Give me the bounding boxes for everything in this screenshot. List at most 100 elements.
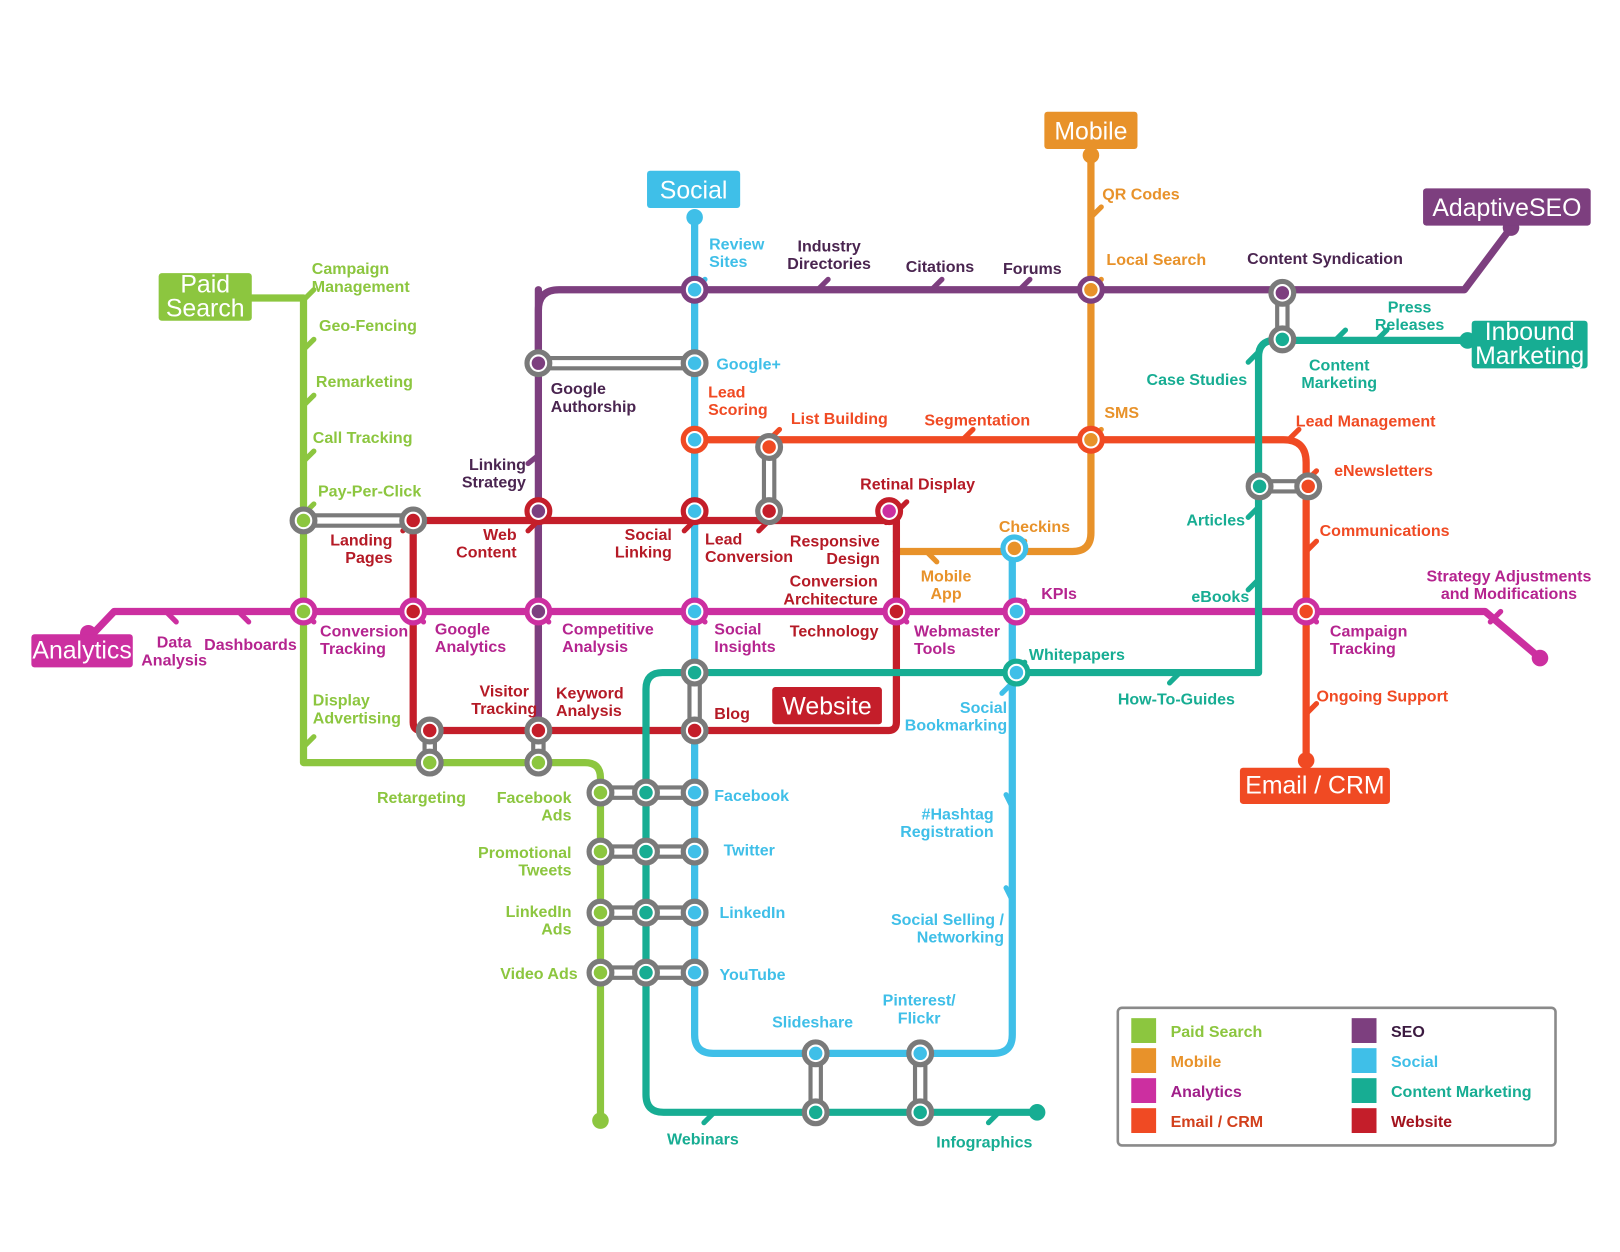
terminal-email-crm-box xyxy=(1239,767,1390,804)
terminal-website[interactable]: Website xyxy=(772,687,882,725)
terminal-inbound-marketing-box xyxy=(1471,320,1588,369)
legend-item-email-crm[interactable]: Email / CRM xyxy=(1131,1108,1263,1134)
station-dot xyxy=(687,356,702,370)
terminal-adaptive-seo-box xyxy=(1423,188,1591,226)
station-label-line: Lead Management xyxy=(1296,412,1436,430)
station-label-line: Call Tracking xyxy=(313,429,413,447)
terminal-adaptive-seo[interactable]: AdaptiveSEO xyxy=(1423,188,1591,226)
station-label-line: LinkedIn xyxy=(506,903,572,921)
station-label: Forums xyxy=(1003,260,1062,278)
legend-item-website[interactable]: Website xyxy=(1351,1108,1453,1134)
station-tick xyxy=(300,336,317,353)
station-tick xyxy=(1245,576,1262,593)
station-label-line: Directories xyxy=(787,255,871,273)
legend-item-analytics[interactable]: Analytics xyxy=(1131,1078,1242,1104)
station-label-line: eNewsletters xyxy=(1334,462,1433,480)
station-label-line: Infographics xyxy=(936,1133,1032,1151)
terminal-email-crm[interactable]: Email / CRM xyxy=(1239,767,1390,804)
legend-item-content[interactable]: Content Marketing xyxy=(1351,1078,1532,1104)
terminal-mobile-box xyxy=(1044,111,1138,149)
legend-item-paid-search[interactable]: Paid Search xyxy=(1131,1018,1262,1043)
station-label-line: Google+ xyxy=(716,355,781,373)
legend-label: Content Marketing xyxy=(1391,1083,1532,1101)
station-label-line: Geo-Fencing xyxy=(319,317,417,335)
station-label-line: Whitepapers xyxy=(1029,646,1125,664)
station-tick xyxy=(525,452,541,467)
terminal-social-label: Social xyxy=(660,177,728,204)
station-tick xyxy=(163,608,179,625)
legend-item-social[interactable]: Social xyxy=(1351,1048,1439,1073)
station-label-line: Tracking xyxy=(320,640,386,658)
station-label: Local Search xyxy=(1106,251,1206,269)
terminal-social-box xyxy=(647,170,741,208)
station-dot xyxy=(1275,286,1290,300)
station-dot xyxy=(687,723,702,738)
station-label-line: Technology xyxy=(790,622,879,640)
station-label: Retinal Display xyxy=(860,475,975,493)
terminal-analytics[interactable]: Analytics xyxy=(31,634,133,668)
station-tick xyxy=(1003,792,1015,810)
station-label-line: Analysis xyxy=(141,651,207,669)
line-paid-search xyxy=(245,294,605,1125)
station-dot xyxy=(1007,541,1022,556)
station-label-line: Conversion xyxy=(790,573,878,591)
station-dot xyxy=(1301,479,1315,494)
station-label: YouTube xyxy=(719,966,785,984)
terminal-social[interactable]: Social xyxy=(647,170,741,208)
legend-label: Social xyxy=(1391,1053,1438,1071)
station-label-line: Facebook xyxy=(714,787,789,805)
station-label: Remarketing xyxy=(316,373,413,391)
station-dot xyxy=(406,604,420,619)
station-dot xyxy=(687,905,702,920)
station-label-line: Citations xyxy=(906,258,975,276)
station-label: SMS xyxy=(1104,404,1139,422)
station-label-line: Pinterest/ xyxy=(883,992,957,1010)
terminal-adaptive-seo-label: AdaptiveSEO xyxy=(1432,195,1581,222)
station-dot xyxy=(296,513,311,528)
terminal-mobile[interactable]: Mobile xyxy=(1044,111,1138,149)
station-dot xyxy=(639,905,653,920)
station-label-line: Dashboards xyxy=(204,636,297,654)
station-label-line: Promotional xyxy=(478,844,571,862)
station-label-line: Lead xyxy=(705,530,742,548)
legend-item-mobile[interactable]: Mobile xyxy=(1131,1048,1221,1073)
station-label: Retargeting xyxy=(377,789,466,807)
station-label-line: Google xyxy=(551,380,606,398)
station-label-line: and Modifications xyxy=(1441,585,1577,603)
legend-item-seo[interactable]: SEO xyxy=(1351,1018,1425,1043)
station-dot xyxy=(687,965,702,980)
terminal-dot xyxy=(1082,146,1100,164)
station-label: Whitepapers xyxy=(1029,646,1125,664)
station-dot xyxy=(687,785,702,800)
station-label-line: Industry xyxy=(798,237,861,255)
station-dot xyxy=(1084,433,1098,447)
station-label: Ongoing Support xyxy=(1316,688,1448,706)
legend-swatch xyxy=(1131,1078,1157,1104)
station-dot xyxy=(882,504,896,518)
station-tick xyxy=(1303,701,1320,717)
station-dot xyxy=(1009,604,1024,619)
station-label-line: Keyword xyxy=(556,684,624,702)
station-label-line: Conversion xyxy=(320,622,408,640)
station-dot xyxy=(687,844,702,859)
station-dot xyxy=(1084,282,1098,297)
station-label-line: Tracking xyxy=(471,700,537,718)
station-label: eBooks xyxy=(1191,588,1249,606)
terminal-inbound-marketing-label: Inbound xyxy=(1485,319,1575,346)
